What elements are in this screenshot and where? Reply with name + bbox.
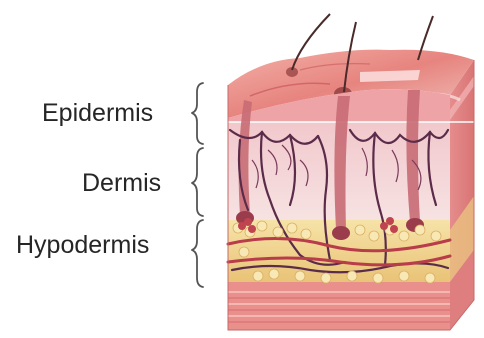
brace-dermis	[192, 148, 203, 216]
label-dermis: Dermis	[82, 169, 161, 197]
brace-hypodermis	[192, 220, 203, 287]
label-hypodermis: Hypodermis	[16, 231, 149, 259]
skin-block	[228, 14, 484, 330]
label-epidermis: Epidermis	[42, 99, 153, 127]
brace-epidermis	[192, 83, 203, 144]
deep-tissue-layer	[228, 282, 450, 330]
